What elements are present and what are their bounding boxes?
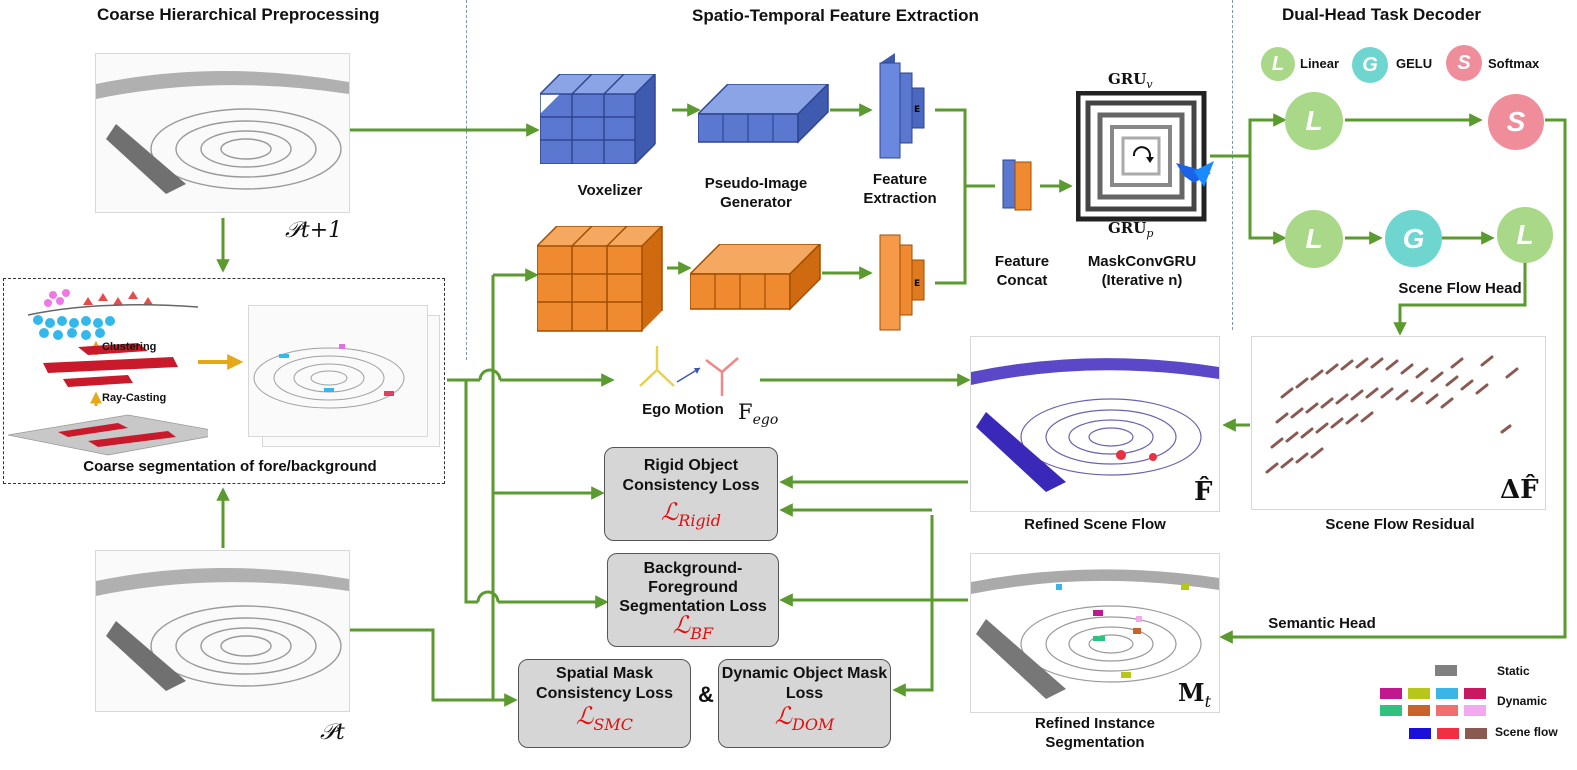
label-delta-f: ΔF̂ (1500, 475, 1539, 505)
coarse-seg-box (3, 278, 445, 484)
legend-softmax-label: Softmax (1488, 56, 1540, 71)
label-m-t: Mt (1178, 678, 1212, 711)
voxel-grid-orange (537, 226, 663, 332)
label-pt: 𝒫t (320, 720, 345, 745)
arrow-semantic-head (1219, 118, 1567, 644)
loss-rigid: Rigid Object Consistency Loss ℒRigid (604, 447, 778, 541)
head-gelu: G (1385, 210, 1442, 267)
point-cloud-pnext-art (96, 70, 349, 194)
label-f-ego: Fego (738, 400, 779, 429)
label-scene-flow-head: Scene Flow Head (1398, 280, 1522, 297)
arrow-pt-to-smc (350, 628, 518, 707)
caption-refined-instance: Refined Instance Segmentation (1034, 715, 1156, 751)
refined-instance-art (971, 569, 1219, 699)
label-raycasting: Ray-Casting (102, 392, 167, 404)
label-voxelizer: Voxelizer (577, 182, 643, 199)
head-linear-3: L (1497, 207, 1553, 263)
label-semantic-head: Semantic Head (1268, 615, 1376, 632)
caption-refined-scene-flow: Refined Scene Flow (1024, 516, 1166, 533)
legend-dynamic-7 (1436, 705, 1458, 716)
legend-dynamic-2 (1408, 688, 1430, 699)
label-ego-motion: Ego Motion (642, 401, 724, 418)
legend-linear-icon: L (1261, 47, 1295, 81)
divider-left (466, 0, 467, 360)
legend-static-swatch (1435, 665, 1457, 676)
refined-scene-flow-panel (970, 336, 1220, 512)
section-title-feature-extraction: Spatio-Temporal Feature Extraction (692, 6, 979, 25)
section-title-preprocessing: Coarse Hierarchical Preprocessing (97, 5, 380, 24)
voxel-grid-blue (540, 74, 656, 164)
caption-scene-flow-residual: Scene Flow Residual (1325, 516, 1475, 533)
legend-dynamic-1 (1380, 688, 1402, 699)
divider-right (1232, 0, 1233, 330)
scene-flow-residual-panel (1251, 336, 1546, 510)
point-cloud-pt (95, 550, 350, 712)
label-gru-p: GRUp (1108, 219, 1154, 240)
legend-flow-2 (1437, 728, 1459, 739)
label-maskconvgru: MaskConvGRU (1087, 253, 1197, 270)
ampersand: & (698, 682, 714, 707)
legend-dynamic-5 (1380, 705, 1402, 716)
legend-flow-1 (1409, 728, 1431, 739)
label-pnext: 𝒫t+1 (285, 218, 343, 243)
feature-extractor-blue: E (879, 53, 925, 159)
point-cloud-pnext (95, 53, 350, 213)
arrow-instance-to-rigid-dom (892, 515, 934, 697)
legend-dynamic-6 (1408, 705, 1430, 716)
arrow-gru-to-decoder (1210, 118, 1282, 240)
head-linear-1: L (1285, 92, 1343, 150)
scene-flow-residual-art (1265, 355, 1519, 474)
legend-dynamic-swatches (1380, 688, 1490, 718)
raycasting-art (8, 289, 208, 456)
loss-smc: Spatial Mask Consistency Loss ℒSMC (518, 659, 691, 748)
arrow-flow-head (1393, 262, 1527, 336)
maskconvgru-block (1076, 91, 1214, 222)
label-pseudo-image: Pseudo-Image Generator (704, 175, 808, 211)
feature-concat-icon (1002, 159, 1032, 211)
legend-dynamic-label: Dynamic (1497, 694, 1548, 708)
caption-coarse-seg: Coarse segmentation of fore/background (83, 458, 377, 475)
label-feature-concat: Feature Concat (994, 253, 1050, 289)
head-softmax: S (1488, 94, 1544, 150)
legend-softmax-icon: S (1446, 45, 1482, 81)
coarse-seg-result (248, 305, 428, 437)
legend-scene-flow-label: Scene flow (1495, 725, 1558, 739)
head-linear-2: L (1285, 210, 1343, 268)
legend-gelu-label: GELU (1396, 56, 1433, 71)
loss-dom: Dynamic Object Mask Loss ℒDOM (718, 659, 891, 748)
loss-bf: Background-Foreground Segmentation Loss … (607, 553, 779, 647)
point-cloud-pt-art (96, 567, 349, 691)
section-title-decoder: Dual-Head Task Decoder (1282, 5, 1482, 24)
legend-gelu-icon: G (1352, 47, 1388, 83)
label-gru-v: GRUv (1108, 70, 1153, 91)
label-iterative: (Iterative n) (1101, 272, 1183, 289)
legend-static-label: Static (1497, 664, 1530, 678)
arrow-seg-to-bf (464, 380, 604, 604)
arrow-feats-to-concat (935, 108, 995, 285)
label-feature-extraction: Feature Extraction (863, 171, 937, 207)
legend-dynamic-8 (1464, 705, 1486, 716)
legend-flow-3 (1465, 728, 1487, 739)
refined-instance-panel (970, 553, 1220, 713)
label-f-hat: F̂ (1194, 477, 1213, 507)
pseudo-image-orange (690, 244, 822, 311)
feature-extractor-orange: E (879, 234, 925, 331)
legend-linear-label: Linear (1300, 56, 1340, 71)
svg-text:E: E (914, 279, 920, 289)
legend-dynamic-4 (1464, 688, 1486, 699)
svg-text:E: E (914, 105, 920, 115)
refined-scene-flow-art (971, 358, 1219, 492)
pseudo-image-blue (698, 84, 830, 144)
ego-motion-icon (639, 346, 739, 396)
coarse-seg-result-art (253, 344, 405, 409)
legend-dynamic-3 (1436, 688, 1458, 699)
label-clustering: Clustering (102, 341, 157, 353)
